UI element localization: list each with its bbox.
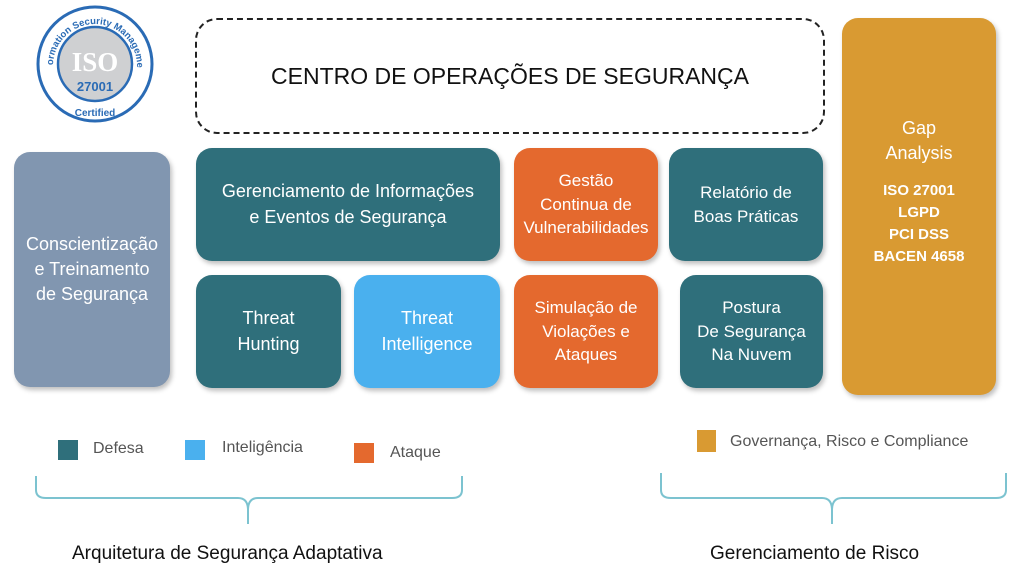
- legend-intel-label: Inteligência: [222, 439, 303, 456]
- legend-intel-swatch: [185, 440, 205, 460]
- right-brace: [660, 473, 1007, 524]
- box-threat-hunting: Threat Hunting: [196, 275, 341, 388]
- soc-title-box: CENTRO DE OPERAÇÕES DE SEGURANÇA: [195, 18, 825, 134]
- iso-27001-logo: Information Security Management ISO 2700…: [32, 0, 155, 124]
- legend-attack-swatch: [354, 443, 374, 463]
- box-awareness: Conscientização e Treinamento de Seguran…: [14, 152, 170, 387]
- box-siem: Gerenciamento de Informações e Eventos d…: [196, 148, 500, 261]
- group-label-risk-management: Gerenciamento de Risco: [710, 543, 920, 564]
- group-label-adaptive-security: Arquitetura de Segurança Adaptativa: [72, 543, 383, 564]
- box-threat-intelligence: Threat Intelligence: [354, 275, 500, 388]
- legend-defense-label: Defesa: [93, 440, 144, 457]
- svg-text:Certified: Certified: [75, 108, 116, 119]
- svg-text:27001: 27001: [77, 79, 113, 94]
- legend-attack-label: Ataque: [390, 444, 441, 461]
- box-vulnerability-management: Gestão Continua de Vulnerabilidades: [514, 148, 658, 261]
- soc-title: CENTRO DE OPERAÇÕES DE SEGURANÇA: [271, 62, 749, 89]
- gap-analysis-title: Gap Analysis: [885, 118, 953, 164]
- gap-analysis-standards: ISO 27001 LGPD PCI DSS BACEN 4658: [873, 182, 965, 265]
- svg-text:ISO: ISO: [72, 47, 119, 77]
- box-cloud-posture: Postura De Segurança Na Nuvem: [680, 275, 823, 388]
- box-best-practices-report: Relatório de Boas Práticas: [669, 148, 823, 261]
- legend-grc-label: Governança, Risco e Compliance: [730, 433, 969, 450]
- legend-defense-swatch: [58, 440, 78, 460]
- box-breach-simulation: Simulação de Violações e Ataques: [514, 275, 658, 388]
- box-gap-analysis: Gap Analysis ISO 27001 LGPD PCI DSS BACE…: [842, 18, 996, 395]
- legend-grc-swatch: [697, 430, 716, 452]
